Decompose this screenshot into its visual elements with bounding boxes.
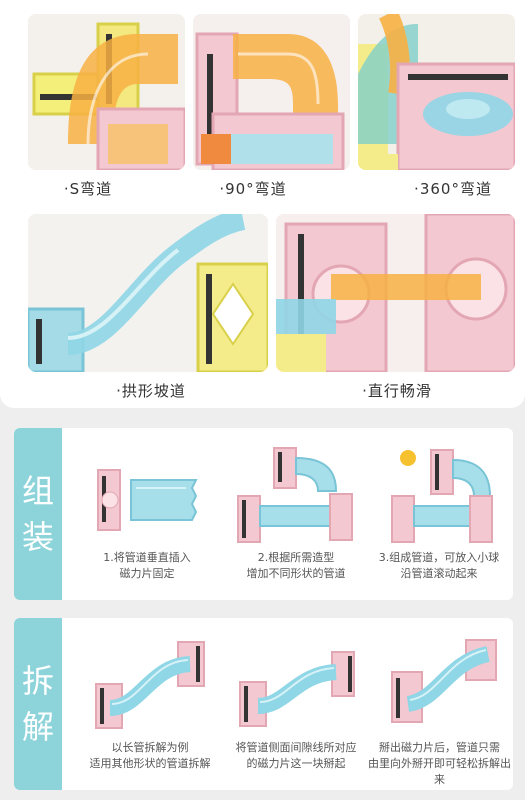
disassemble-step2-line2: 的磁力片这一块掰起 [246,757,346,770]
assemble-step2-text: 2.根据所需造型 增加不同形状的管道 [216,550,376,582]
360-bend-image [358,14,515,170]
assemble-step1-line2: 磁力片固定 [119,567,175,580]
s-bend-image [28,14,185,170]
disassemble-step3-text: 掰出磁力片后，管道只需 由里向外掰开即可轻松拆解出来 [366,740,513,788]
assemble-title-char: 装 [21,518,54,556]
disassemble-step1-text: 以长管拆解为例 适用其他形状的管道拆解 [72,740,228,772]
disassemble-step1-image [95,641,205,729]
disassemble-label: 拆 解 [14,618,62,790]
disassemble-title-char: 拆 [21,662,54,700]
disassemble-step3-line1: 掰出磁力片后，管道只需 [379,741,500,754]
disassemble-title-char: 解 [21,708,54,746]
assemble-step1-illustration [86,458,206,548]
disassemble-step3-illustration [388,638,500,734]
caption-90-bend: ·90°弯道 [219,180,287,198]
photo-360-bend [358,14,515,170]
straight-slide-image [276,214,515,372]
step2-image [237,447,353,543]
disassemble-step2-illustration [236,648,356,738]
ball-icon [400,450,416,466]
assemble-step2-line1: 2.根据所需造型 [257,551,335,564]
caption-s-bend: ·S弯道 [63,180,113,198]
disassemble-step2-text: 将管道侧面间隙线所对应 的磁力片这一块掰起 [214,740,378,772]
step3-image [391,449,493,543]
assemble-step2-illustration [236,446,356,546]
assemble-step3-line1: 3.组成管道，可放入小球 [378,551,500,564]
disassemble-step2-image [239,651,355,727]
photo-90-bend [193,14,350,170]
90-bend-image [193,14,350,170]
assemble-step3-line2: 沿管道滚动起来 [400,567,478,580]
caption-360-bend: ·360°弯道 [414,180,492,198]
disassemble-step2-line1: 将管道侧面间隙线所对应 [235,741,357,754]
caption-straight-slide: ·直行畅滑 [362,382,432,400]
caption-arch-slope: ·拱形坡道 [116,382,186,400]
assemble-label: 组 装 [14,428,62,600]
step1-image [97,469,198,531]
arch-slope-image [28,214,268,372]
assemble-title-char: 组 [21,472,54,510]
photo-arch-slope [28,214,268,372]
disassemble-step3-line2: 由里向外掰开即可轻松拆解出来 [368,757,511,786]
assemble-step1-line1: 1.将管道垂直插入 [103,551,191,564]
assemble-card: 组 装 1.将管道垂直插入 磁力片固定 2.根据所需造型 增加不同形状的管道 [14,428,513,600]
disassemble-step1-line1: 以长管拆解为例 [111,741,189,754]
assemble-step3-text: 3.组成管道，可放入小球 沿管道滚动起来 [366,550,512,582]
disassemble-step1-illustration [90,636,210,736]
disassemble-step1-line2: 适用其他形状的管道拆解 [89,757,211,770]
disassemble-step3-image [391,639,497,723]
assemble-step2-line2: 增加不同形状的管道 [246,567,346,580]
photo-straight-slide [276,214,515,372]
disassemble-card: 拆 解 以长管拆解为例 适用其他形状的管道拆解 将管道侧面间隙线所对应 的磁力片… [14,618,513,790]
photo-s-bend [28,14,185,170]
assemble-step1-text: 1.将管道垂直插入 磁力片固定 [72,550,222,582]
assemble-step3-illustration [386,446,496,546]
